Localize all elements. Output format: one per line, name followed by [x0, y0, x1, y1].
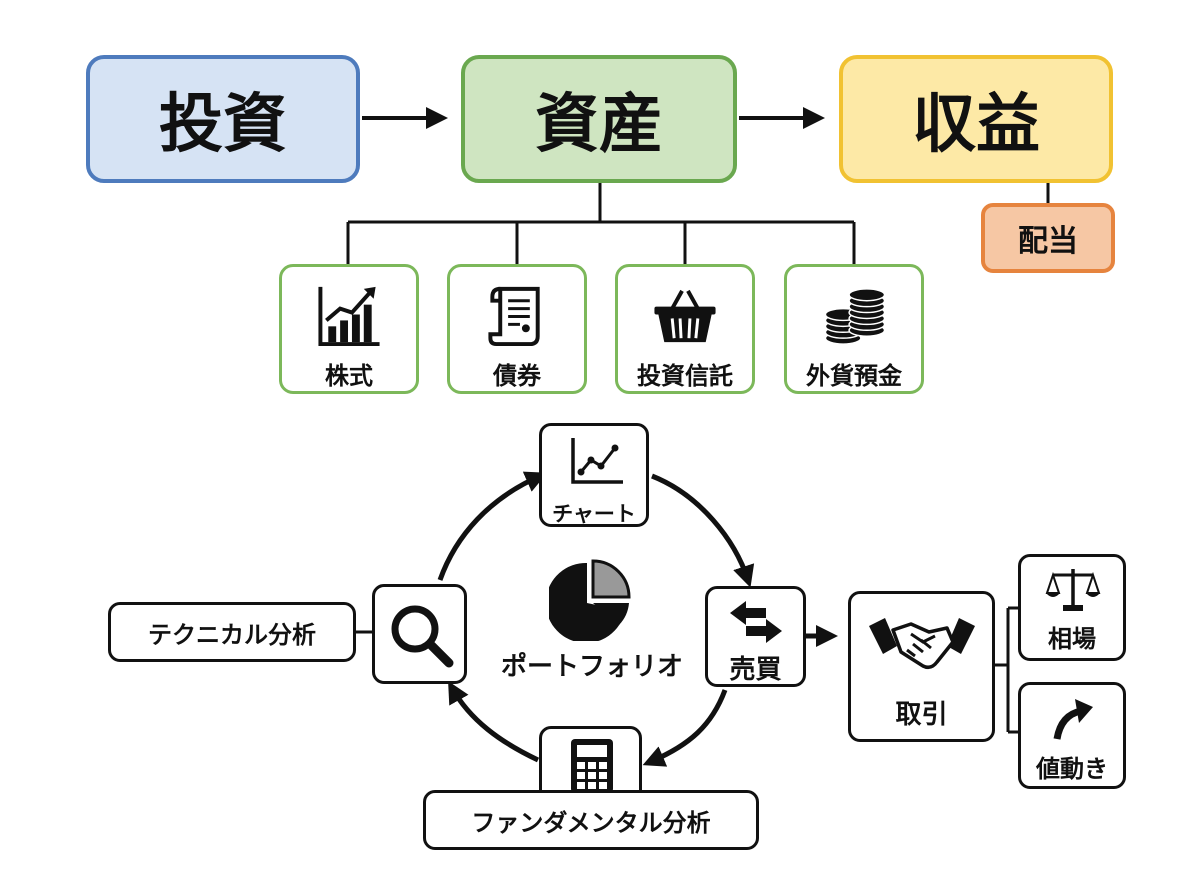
dividend-label: 配当 [1018, 224, 1078, 259]
transaction-bracket [995, 606, 1018, 734]
fundamental-analysis-box: ファンダメンタル分析 [423, 790, 759, 850]
pie-chart-icon [549, 559, 631, 641]
return-box: 収益 [839, 55, 1113, 183]
scroll-document-icon [488, 286, 540, 347]
market-price-label: 相場 [1048, 625, 1096, 653]
fundamental-analysis-label: ファンダメンタル分析 [471, 808, 711, 837]
technical-analysis-label: テクニカル分析 [148, 620, 316, 649]
asset-label-foreign-deposit: 外貨預金 [806, 362, 902, 390]
asset-card-bonds: 債券 [447, 264, 587, 394]
asset-label: 資産 [535, 88, 663, 162]
asset-label-bonds: 債券 [493, 362, 541, 390]
basket-icon [654, 289, 716, 343]
asset-box: 資産 [461, 55, 737, 183]
curved-up-arrow-icon [1053, 699, 1093, 740]
magnifier-icon [391, 605, 454, 668]
chart-node: チャート [539, 423, 649, 527]
asset-label-stocks: 株式 [325, 362, 373, 390]
cycle-arrows [437, 471, 755, 767]
line-chart-icon [571, 438, 623, 484]
invest-box: 投資 [86, 55, 360, 183]
invest-label: 投資 [159, 88, 287, 162]
trade-node: 売買 [705, 586, 806, 687]
asset-tree-lines [346, 183, 856, 264]
price-movement-label: 値動き [1036, 755, 1108, 783]
asset-label-mutual-funds: 投資信託 [637, 362, 733, 390]
asset-card-mutual-funds: 投資信託 [615, 264, 755, 394]
transaction-node: 取引 [848, 591, 995, 742]
chart-label: チャート [552, 502, 636, 526]
market-price-node: 相場 [1018, 554, 1126, 661]
asset-card-stocks: 株式 [279, 264, 419, 394]
return-label: 収益 [912, 88, 1040, 162]
trade-label: 売買 [729, 655, 782, 685]
coin-stack-icon [824, 288, 886, 345]
bar-chart-icon [318, 286, 380, 347]
transaction-label: 取引 [895, 700, 948, 730]
technical-analysis-box: テクニカル分析 [108, 602, 356, 662]
search-node [372, 584, 467, 684]
asset-card-foreign-deposit: 外貨預金 [784, 264, 924, 394]
scales-icon [1045, 569, 1101, 611]
swap-arrows-icon [730, 601, 782, 643]
price-movement-node: 値動き [1018, 682, 1126, 789]
calculator-icon [571, 739, 613, 793]
dividend-box: 配当 [981, 203, 1115, 273]
portfolio-label: ポートフォリオ [500, 652, 683, 682]
handshake-icon [869, 618, 975, 670]
